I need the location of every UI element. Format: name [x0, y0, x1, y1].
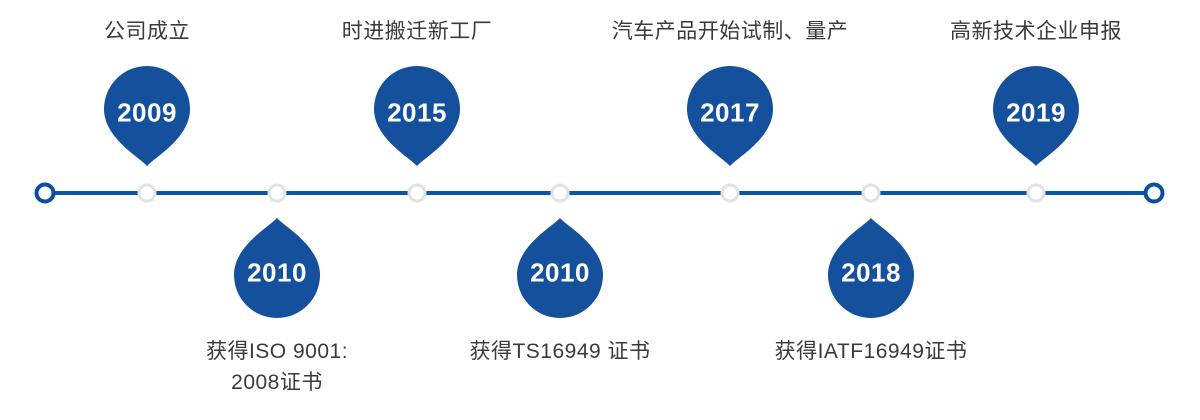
drop-marker-icon [687, 66, 773, 166]
milestone-label: 获得TS16949 证书 [469, 340, 651, 363]
milestone-2017: 汽车产品开始试制、量产 2017 [580, 0, 880, 420]
milestone-2009: 公司成立 2009 [0, 0, 297, 420]
milestone-2010-ts16949: 获得TS16949 证书 2010 [410, 0, 710, 420]
drop-marker-icon [234, 218, 320, 318]
milestone-2015: 时进搬迁新工厂 2015 [267, 0, 567, 420]
milestone-label: 公司成立 [104, 20, 190, 43]
milestone-label: 获得ISO 9001: 2008证书 [205, 340, 349, 394]
drop-marker-icon [993, 66, 1079, 166]
drop-marker-icon [374, 66, 460, 166]
milestone-label: 高新技术企业申报 [950, 20, 1122, 43]
year-balloon: 2009 [97, 66, 197, 166]
timeline-node-2017 [720, 183, 740, 203]
milestone-year: 2017 [700, 97, 760, 128]
drop-marker-icon [828, 218, 914, 318]
milestone-year: 2015 [387, 97, 447, 128]
milestone-label: 时进搬迁新工厂 [341, 20, 493, 43]
year-balloon: 2015 [367, 66, 467, 166]
timeline-node-2010a [267, 183, 287, 203]
milestone-label: 获得IATF16949证书 [774, 340, 968, 363]
timeline-endpoint-right-icon [1143, 182, 1165, 204]
timeline-node-2010b [550, 183, 570, 203]
milestone-year: 2018 [841, 257, 901, 288]
drop-marker-icon [517, 218, 603, 318]
timeline-endpoint-left-icon [34, 182, 56, 204]
timeline-node-2018 [861, 183, 881, 203]
timeline-line [45, 191, 1155, 195]
year-balloon: 2018 [821, 218, 921, 318]
milestone-2010-iso9001: 获得ISO 9001: 2008证书 2010 [127, 0, 427, 420]
milestone-2018: 获得IATF16949证书 2018 [721, 0, 1021, 420]
timeline-node-2019 [1026, 183, 1046, 203]
year-balloon: 2019 [986, 66, 1086, 166]
year-balloon: 2010 [227, 218, 327, 318]
milestone-year: 2009 [117, 97, 177, 128]
year-balloon: 2010 [510, 218, 610, 318]
milestone-label: 汽车产品开始试制、量产 [611, 20, 849, 43]
year-balloon: 2017 [680, 66, 780, 166]
milestone-year: 2010 [530, 257, 590, 288]
timeline-node-2015 [407, 183, 427, 203]
drop-marker-icon [104, 66, 190, 166]
milestone-2019: 高新技术企业申报 2019 [886, 0, 1186, 420]
timeline-node-2009 [137, 183, 157, 203]
milestone-year: 2010 [247, 257, 307, 288]
milestone-year: 2019 [1006, 97, 1066, 128]
